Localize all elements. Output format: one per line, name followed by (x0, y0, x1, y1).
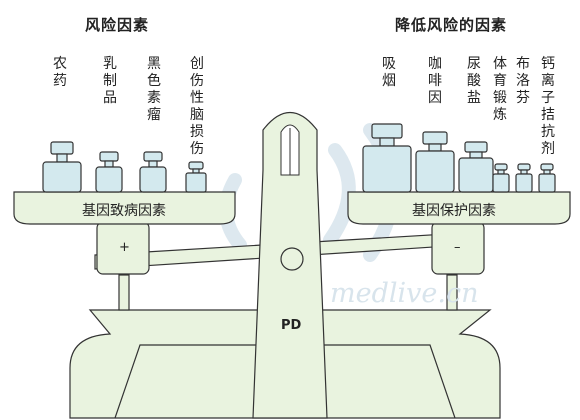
protective-factors-heading: 降低风险的因素 (395, 16, 508, 34)
label-calcium-blockers: 钙离子拮抗剂 (541, 56, 555, 157)
label-exercise: 体育锻炼 (493, 56, 507, 123)
left-weights (42, 141, 207, 193)
label-dairy: 乳制品 (103, 56, 117, 106)
label-pesticides: 农药 (53, 56, 67, 89)
weight-dairy (95, 151, 123, 193)
minus-sign: – (454, 240, 461, 255)
right-tray (347, 191, 571, 225)
weight-tbi (185, 161, 207, 193)
label-caffeine: 咖啡因 (428, 56, 442, 106)
weight-ccb (538, 163, 556, 193)
right-weights (362, 123, 556, 193)
label-ibuprofen: 布洛芬 (516, 56, 530, 106)
weight-smoking (362, 123, 412, 193)
weight-melanoma (139, 151, 167, 193)
label-smoking: 吸烟 (382, 56, 396, 89)
label-melanoma: 黑色素瘤 (147, 56, 161, 123)
left-support-post (118, 274, 130, 311)
pd-label: PD (281, 318, 302, 333)
weight-pesticides (42, 141, 82, 193)
right-support-post (446, 274, 458, 311)
weight-caffeine (415, 131, 455, 193)
weight-urate (458, 141, 494, 193)
genetic-protective-label: 基因保护因素 (412, 203, 496, 219)
risk-factors-heading: 风险因素 (85, 16, 150, 34)
tower-pivot (280, 247, 304, 271)
genetic-risk-label: 基因致病因素 (82, 203, 166, 219)
watermark-text: medlive.cn (330, 278, 479, 309)
label-tbi: 创伤性脑损伤 (190, 56, 204, 157)
weight-ibuprofen (515, 163, 533, 193)
left-tray (13, 191, 236, 225)
label-urate: 尿酸盐 (467, 56, 481, 106)
weight-exercise (492, 163, 510, 193)
plus-sign: + (119, 240, 130, 255)
